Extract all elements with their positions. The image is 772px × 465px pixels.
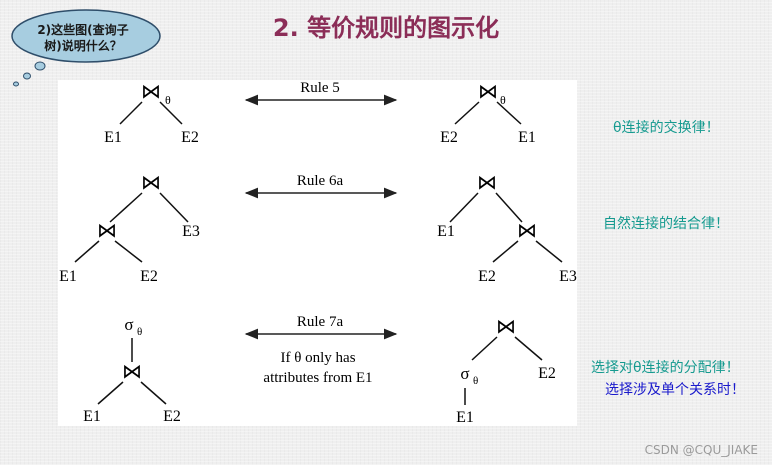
rule6a-label: Rule 6a <box>297 173 344 189</box>
rule5-label: Rule 5 <box>300 80 340 96</box>
relation-e1: E1 <box>456 409 474 426</box>
bubble-question: 2)这些图(查询子 树)说明什么？ <box>28 22 138 54</box>
join-symbol: ⋈ <box>517 220 537 242</box>
tree-edge <box>159 101 183 125</box>
sigma-symbol: σ <box>460 364 469 383</box>
relation-e3: E3 <box>559 268 577 285</box>
diagram-panel <box>58 80 577 426</box>
theta-subscript: θ <box>137 326 142 338</box>
thought-bubble <box>11 9 161 87</box>
rule5-arrow: Rule 5 <box>244 80 398 106</box>
tree-edge <box>514 336 543 361</box>
rule7a-condition-line1: If θ only has <box>280 350 355 366</box>
tree-edge <box>496 101 522 125</box>
note-commutative: θ连接的交换律！ <box>613 120 720 136</box>
theta-subscript: θ <box>500 93 506 107</box>
relation-e2: E2 <box>440 129 458 146</box>
tree-edge <box>74 240 100 263</box>
theta-subscript: θ <box>473 375 478 387</box>
bubble-line-2: 树)说明什么？ <box>44 39 122 53</box>
rule6a-arrow: Rule 6a <box>244 173 398 199</box>
join-symbol: ⋈ <box>478 81 498 103</box>
tree-edge <box>114 240 143 263</box>
tree-edge <box>97 381 124 405</box>
join-symbol: ⋈ <box>477 172 497 194</box>
join-symbol: ⋈ <box>97 220 117 242</box>
theta-subscript: θ <box>165 93 171 107</box>
page-title: 2. 等价规则的图示化 <box>272 14 500 42</box>
tree-edge <box>449 192 479 223</box>
note-single-relation: 选择涉及单个关系时！ <box>605 382 745 398</box>
rule6a-left-tree: ⋈ ⋈ E3 E1 E2 <box>59 172 200 285</box>
relation-e2: E2 <box>538 365 556 382</box>
tree-edge <box>119 101 143 125</box>
rule5-left-tree: ⋈ θ E1 E2 <box>104 81 199 146</box>
tree-edge <box>535 240 563 263</box>
rule6a-right-tree: ⋈ E1 ⋈ E2 E3 <box>437 172 577 285</box>
rule7a-arrow: Rule 7a If θ only has attributes from E1 <box>244 314 398 386</box>
relation-e1: E1 <box>518 129 536 146</box>
rule5-right-tree: ⋈ θ E2 E1 <box>440 81 536 146</box>
rule7a-label: Rule 7a <box>297 314 344 330</box>
relation-e1: E1 <box>59 268 77 285</box>
tree-edge <box>471 336 498 361</box>
bubble-dot-small <box>13 81 19 87</box>
relation-e3: E3 <box>182 223 200 240</box>
tree-edge <box>495 192 523 223</box>
relation-e2: E2 <box>181 129 199 146</box>
relation-e1: E1 <box>437 223 455 240</box>
tree-edge <box>492 240 519 263</box>
relation-e1: E1 <box>104 129 122 146</box>
tree-edge <box>140 381 167 405</box>
note-associative: 自然连接的结合律！ <box>603 216 729 232</box>
rule7a-condition-line2: attributes from E1 <box>263 370 372 386</box>
rule7a-left-tree: σ θ ⋈ E1 E2 <box>83 315 181 425</box>
join-symbol: ⋈ <box>141 172 161 194</box>
bubble-cloud <box>11 9 161 63</box>
join-symbol: ⋈ <box>141 81 161 103</box>
join-symbol: ⋈ <box>496 316 516 338</box>
note-distributive: 选择对θ连接的分配律！ <box>591 360 740 376</box>
rule7a-right-tree: ⋈ σ θ E2 E1 <box>456 316 556 426</box>
tree-edge <box>159 192 189 223</box>
relation-e1: E1 <box>83 408 101 425</box>
join-symbol: ⋈ <box>122 361 142 383</box>
bubble-dot-large <box>34 61 46 71</box>
bubble-line-1: 2)这些图(查询子 <box>37 23 129 37</box>
tree-edge <box>454 101 480 125</box>
relation-e2: E2 <box>163 408 181 425</box>
tree-edge <box>109 192 143 223</box>
sigma-symbol: σ <box>124 315 133 334</box>
relation-e2: E2 <box>140 268 158 285</box>
watermark: CSDN @CQU_JIAKE <box>644 443 758 457</box>
relation-e2: E2 <box>478 268 496 285</box>
bubble-dot-medium <box>23 72 31 80</box>
